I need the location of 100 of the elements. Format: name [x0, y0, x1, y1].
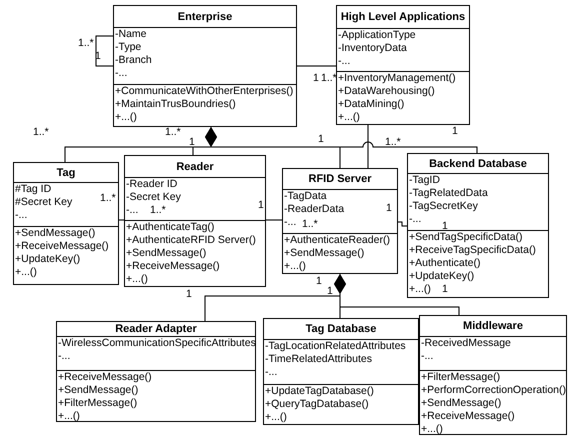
method-text: +UpdateKey()	[15, 253, 80, 266]
method-text: +SendMessage()	[126, 247, 206, 260]
method-text: +...()	[126, 273, 148, 286]
attribute-text: -...	[15, 209, 28, 222]
composition-line	[205, 126, 478, 154]
multiplicity-label: 1..*	[150, 205, 166, 216]
attribute-text: #Secret Key	[15, 196, 72, 209]
class-name: Backend Database	[429, 158, 527, 170]
multiplicity-label: 1	[316, 276, 322, 287]
method-text: +QueryTagDatabase()	[265, 398, 369, 411]
multiplicity-label: 1..*	[100, 193, 116, 204]
method-text: +ReceiveMessage()	[126, 260, 220, 273]
method-text: +Authenticate()	[409, 257, 481, 270]
multiplicity-label: 1..*	[78, 38, 94, 49]
attribute-text: -ReaderData	[284, 203, 344, 216]
multiplicity-label: 1..*	[302, 219, 318, 230]
method-text: +AuthenticateReader()	[284, 234, 390, 247]
class-box	[124, 155, 266, 287]
multiplicity-label: 1	[95, 51, 101, 62]
method-text: +...()	[284, 260, 306, 273]
attribute-text: -TagSecretKey	[409, 200, 478, 213]
class-name: RFID Server	[308, 173, 372, 185]
multiplicity-label: 1	[327, 286, 333, 297]
method-text: +...()	[338, 111, 360, 124]
attribute-text: -ApplicationType	[338, 29, 416, 42]
class-name: Middleware	[463, 320, 523, 332]
multiplicity-label: 1	[442, 284, 448, 295]
class-name: Tag Database	[306, 323, 376, 335]
composition-line	[334, 274, 460, 316]
method-text: +AuthenticateRFID Server()	[126, 234, 256, 247]
attribute-text: -Secret Key	[126, 191, 181, 204]
class-box	[407, 153, 549, 298]
method-text: +SendMessage()	[15, 227, 96, 240]
method-text: +UpdateKey()	[409, 270, 474, 283]
method-text: +DataMining()	[338, 98, 404, 111]
method-text: +ReceiveMessage()	[421, 410, 515, 423]
attribute-text: -Name	[115, 28, 147, 41]
class-box	[113, 5, 297, 127]
attribute-text: #Tag ID	[15, 183, 52, 196]
class-box	[263, 318, 419, 425]
attribute-text: -TimeRelatedAttributes	[265, 353, 372, 366]
method-text: +ReceiveTagSpecificData()	[409, 244, 536, 257]
multiplicity-label: 1..*	[321, 73, 337, 84]
class-box	[56, 321, 256, 422]
method-text: +...()	[265, 411, 287, 424]
association-line	[96, 36, 114, 66]
method-text: +...()	[421, 423, 443, 436]
method-text: +FilterMessage()	[58, 397, 138, 410]
attribute-text: -Type	[115, 41, 142, 54]
attribute-text: -TagLocationRelatedAttributes	[265, 340, 406, 353]
method-text: +UpdateTagDatabase()	[265, 385, 374, 398]
method-text: +PerformCorrectionOperation()	[421, 384, 566, 397]
method-text: +...()	[15, 266, 37, 279]
attribute-text: -TagID	[409, 174, 440, 187]
attribute-text: -WirelessCommunicationSpecificAttributes	[58, 337, 256, 350]
class-box	[13, 162, 119, 285]
attribute-text: -TagData	[284, 190, 327, 203]
multiplicity-label: 1	[386, 203, 392, 214]
method-text: +SendTagSpecificData()	[409, 231, 523, 244]
attribute-text: -...	[58, 350, 70, 363]
class-name: Reader Adapter	[115, 323, 197, 335]
class-name: Reader	[176, 160, 214, 172]
multiplicity-label: 1..*	[165, 127, 181, 138]
attribute-text: -...	[126, 204, 138, 217]
method-text: +FilterMessage()	[421, 371, 500, 384]
method-text: +MaintainTrusBoundries()	[115, 98, 236, 111]
multiplicity-label: 1	[318, 134, 324, 145]
method-text: +SendMessage()	[284, 247, 364, 260]
multiplicity-label: 1..*	[385, 137, 401, 148]
method-text: +ReceiveMessage()	[58, 371, 152, 384]
method-text: +SendMessage()	[421, 397, 502, 410]
attribute-text: -Reader ID	[126, 178, 178, 191]
method-text: +...()	[58, 410, 80, 423]
attribute-text: -...	[265, 366, 278, 379]
attribute-text: -...	[421, 350, 434, 363]
method-text: +DataWarehousing()	[338, 85, 435, 98]
method-text: +...()	[115, 111, 137, 124]
attribute-text: -...	[409, 213, 422, 226]
method-text: +CommunicateWithOtherEnterprises()	[115, 85, 294, 98]
attribute-text: -InventoryData	[338, 42, 407, 55]
class-name: Enterprise	[178, 10, 232, 22]
multiplicity-label: 1	[258, 200, 264, 211]
attribute-text: -TagRelatedData	[409, 187, 488, 200]
method-text: +SendMessage()	[58, 384, 138, 397]
method-text: +InventoryManagement()	[338, 72, 456, 85]
multiplicity-label: 1..*	[33, 127, 49, 138]
attribute-text: -ReceivedMessage	[421, 337, 511, 350]
attribute-text: -...	[338, 55, 350, 68]
multiplicity-label: 1	[313, 73, 319, 84]
class-name: High Level Applications	[340, 11, 466, 23]
attribute-text: -...	[115, 67, 128, 80]
class-name: Tag	[56, 166, 76, 178]
class-box	[419, 315, 567, 435]
method-text: +ReceiveMessage()	[15, 240, 109, 253]
method-text: +AuthenticateTag()	[126, 221, 214, 234]
multiplicity-label: 1	[186, 289, 192, 300]
class-box	[336, 5, 470, 125]
attribute-text: -...	[284, 216, 296, 229]
attribute-text: -Branch	[115, 54, 152, 67]
multiplicity-label: 1	[442, 221, 448, 232]
